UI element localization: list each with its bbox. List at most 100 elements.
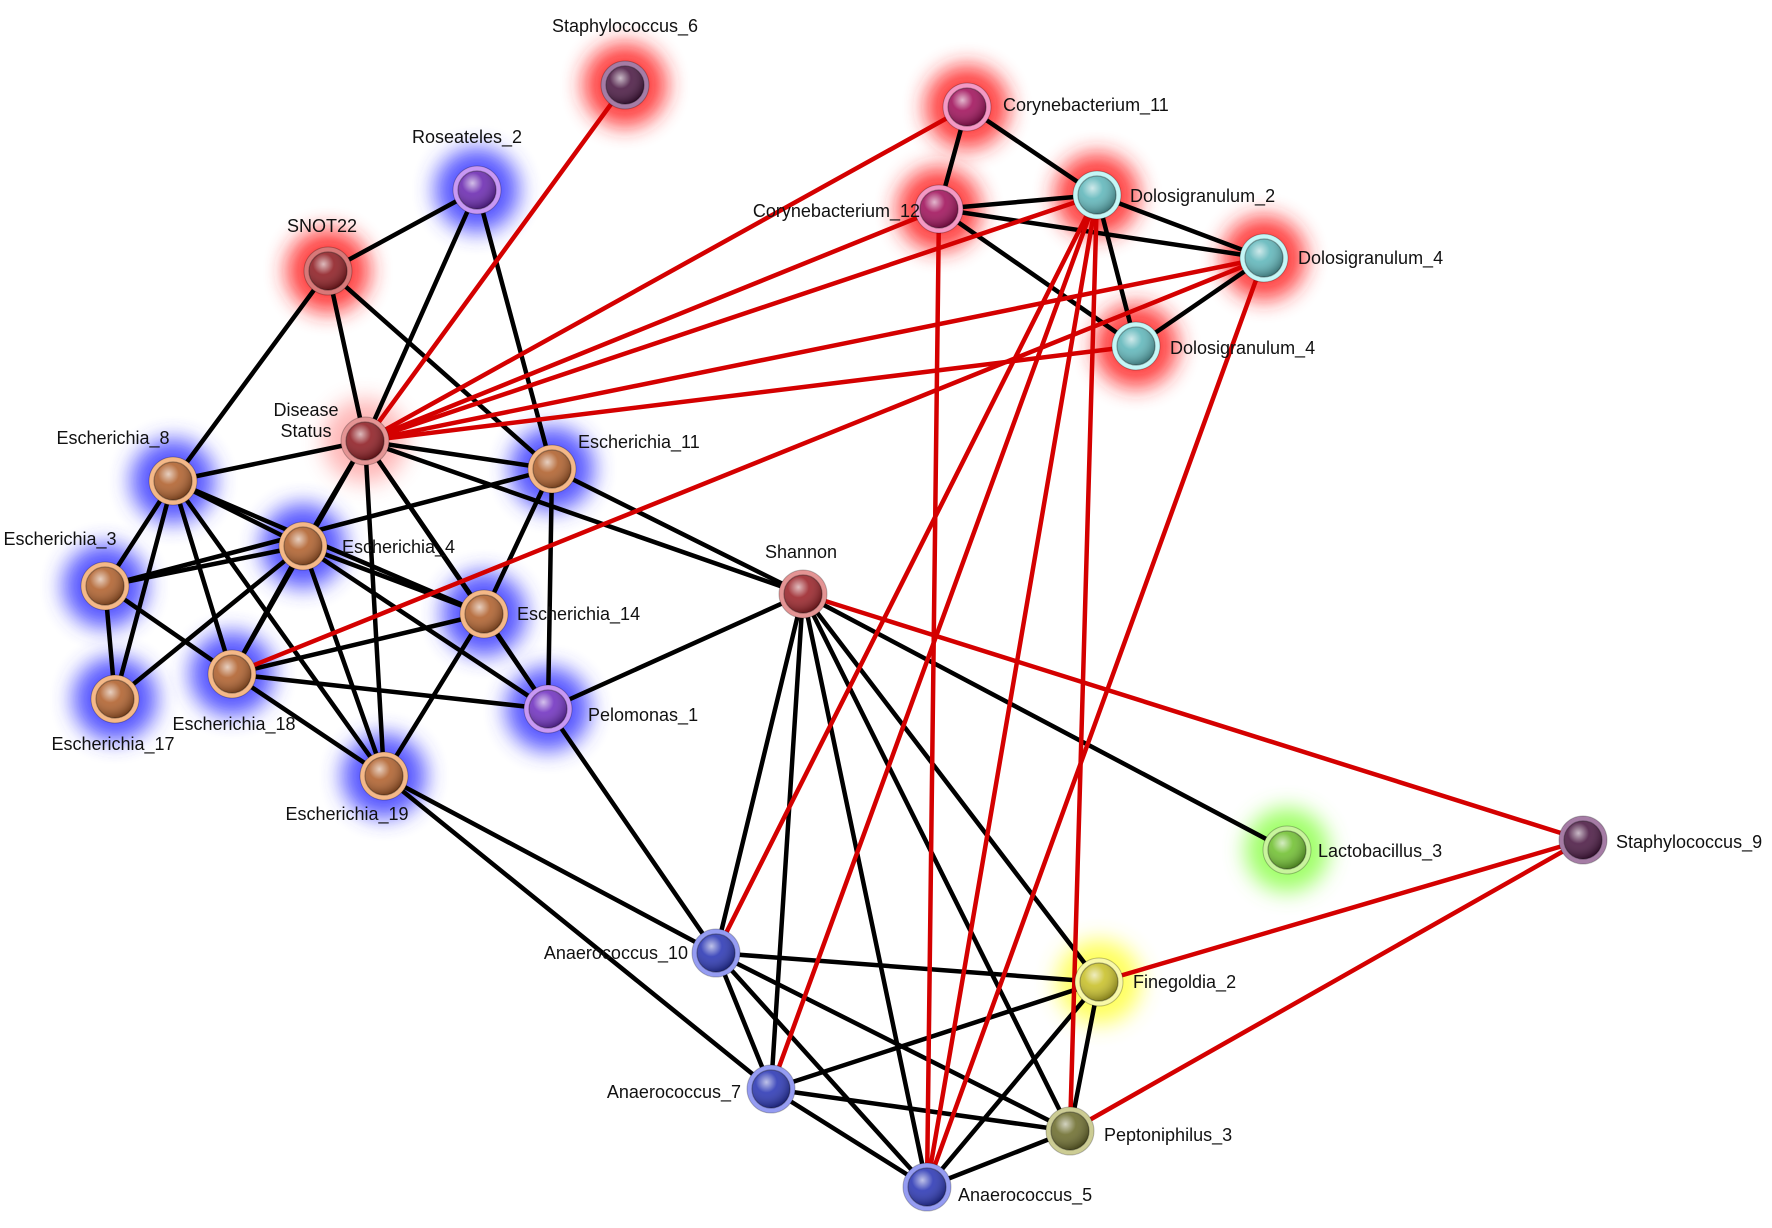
edge-black-escherichia-19-anaerococcus-7 (381, 773, 774, 1092)
edge-black-shannon-anaerococcus-7 (768, 591, 806, 1092)
edge-black-anaerococcus-10-peptoniphilus-3 (713, 950, 1073, 1134)
edge-black-shannon-finegoldia-2 (800, 591, 1102, 985)
node-escherichia-11 (527, 444, 577, 494)
node-corynebacterium-12 (914, 184, 964, 234)
node-escherichia-19 (359, 751, 409, 801)
node-label-snot22: SNOT22 (287, 216, 357, 236)
node-label-corynebacterium-11: Corynebacterium_11 (1003, 95, 1169, 116)
node-escherichia-14 (459, 589, 509, 639)
node-label-escherichia-19: Escherichia_19 (285, 804, 408, 825)
node-label-lactobacillus-3: Lactobacillus_3 (1318, 841, 1442, 862)
edge-black-disease-status-shannon (362, 438, 806, 597)
edge-black-pelomonas-1-anaerococcus-10 (545, 706, 719, 956)
edge-red-dolosigranulum-2-anaerococcus-10 (713, 192, 1100, 956)
edge-red-shannon-staphylococcus-9 (800, 591, 1586, 843)
node-anaerococcus-7 (746, 1064, 796, 1114)
edge-black-escherichia-14-escherichia-18 (229, 611, 487, 677)
edge-black-corynebacterium-11-dolosigranulum-2 (964, 104, 1100, 198)
edge-red-corynebacterium-12-anaerococcus-5 (924, 206, 942, 1190)
edge-black-anaerococcus-7-anaerococcus-5 (768, 1086, 930, 1190)
edge-red-dolosigranulum-2-anaerococcus-5 (924, 192, 1100, 1190)
edge-black-escherichia-8-escherichia-19 (170, 478, 387, 779)
node-roseateles-2 (452, 165, 502, 215)
edge-black-anaerococcus-7-peptoniphilus-3 (768, 1086, 1073, 1134)
node-staphylococcus-9 (1558, 815, 1608, 865)
node-label-shannon: Shannon (765, 542, 837, 562)
edge-red-dolosigranulum-2-disease-status (362, 192, 1100, 444)
edge-black-disease-status-escherichia-8 (170, 438, 368, 484)
node-label-disease-status-line-1: Disease (273, 400, 338, 420)
edge-black-snot22-escherichia-8 (170, 268, 331, 484)
edge-black-anaerococcus-7-finegoldia-2 (768, 979, 1102, 1092)
node-dolosigranulum-4-2 (1111, 321, 1161, 371)
edge-black-escherichia-4-escherichia-18 (229, 543, 306, 677)
edge-red-dolosigranulum-4-disease-status (362, 255, 1267, 444)
edge-black-escherichia-8-escherichia-17 (112, 478, 176, 702)
node-label-dolosigranulum-4: Dolosigranulum_4 (1298, 248, 1443, 269)
edge-black-anaerococcus-5-peptoniphilus-3 (924, 1128, 1073, 1190)
node-dolosigranulum-2 (1072, 170, 1122, 220)
edge-black-anaerococcus-10-anaerococcus-7 (713, 950, 774, 1092)
edge-black-escherichia-4-escherichia-17 (112, 543, 306, 702)
edge-black-dolosigranulum-2-dolosigranulum-4 (1094, 192, 1267, 261)
edge-black-escherichia-4-escherichia-14 (300, 543, 487, 617)
node-corynebacterium-11 (942, 82, 992, 132)
node-label-anaerococcus-10: Anaerococcus_10 (544, 943, 688, 964)
edge-black-anaerococcus-10-finegoldia-2 (713, 950, 1102, 985)
edge-black-roseateles-2-disease-status (362, 187, 480, 444)
node-label-escherichia-18: Escherichia_18 (172, 714, 295, 735)
node-shannon (778, 569, 828, 619)
edge-black-escherichia-11-escherichia-3 (102, 466, 555, 589)
edge-black-escherichia-18-pelomonas-1 (229, 671, 551, 712)
edge-black-disease-status-escherichia-19 (362, 438, 387, 779)
node-snot22 (303, 246, 353, 296)
node-label-staphylococcus-9: Staphylococcus_9 (1616, 832, 1762, 853)
edge-black-shannon-anaerococcus-5 (800, 591, 930, 1190)
edge-red-dolosigranulum-4-anaerococcus-5 (924, 255, 1267, 1190)
node-label-pelomonas-1: Pelomonas_1 (588, 705, 698, 726)
label-layer: Staphylococcus_6Roseateles_2SNOT22Diseas… (3, 16, 1762, 1206)
edge-black-escherichia-19-anaerococcus-10 (381, 773, 719, 956)
node-anaerococcus-10 (691, 928, 741, 978)
edge-layer (102, 82, 1586, 1190)
edge-red-corynebacterium-11-disease-status (362, 104, 970, 444)
edge-black-roseateles-2-escherichia-11 (474, 187, 555, 472)
edge-black-escherichia-4-escherichia-19 (300, 543, 387, 779)
edge-black-escherichia-3-escherichia-18 (102, 583, 235, 677)
node-label-escherichia-17: Escherichia_17 (51, 734, 174, 755)
edge-black-shannon-peptoniphilus-3 (800, 591, 1073, 1134)
node-escherichia-4 (278, 521, 328, 571)
edge-black-escherichia-11-pelomonas-1 (545, 466, 555, 712)
edge-black-disease-status-escherichia-11 (362, 438, 555, 472)
edge-black-shannon-anaerococcus-10 (713, 591, 806, 956)
edge-black-finegoldia-2-peptoniphilus-3 (1067, 979, 1102, 1134)
node-label-disease-status-line-2: Status (280, 421, 331, 441)
node-label-anaerococcus-5: Anaerococcus_5 (958, 1185, 1092, 1206)
node-label-escherichia-4: Escherichia_4 (342, 537, 455, 558)
node-label-anaerococcus-7: Anaerococcus_7 (607, 1082, 741, 1103)
edge-black-dolosigranulum-4-dolosigranulum-4-2 (1133, 255, 1267, 349)
edge-black-pelomonas-1-shannon (545, 591, 806, 712)
node-escherichia-8 (148, 456, 198, 506)
edge-red-staphylococcus-6-disease-status (362, 82, 628, 444)
node-escherichia-17 (90, 674, 140, 724)
node-peptoniphilus-3 (1045, 1106, 1095, 1156)
node-label-roseateles-2: Roseateles_2 (412, 127, 522, 148)
node-lactobacillus-3 (1262, 825, 1312, 875)
edge-black-escherichia-11-shannon (549, 466, 806, 597)
edge-red-corynebacterium-12-disease-status (362, 206, 942, 444)
node-label-escherichia-8: Escherichia_8 (56, 428, 169, 449)
node-label-finegoldia-2: Finegoldia_2 (1133, 972, 1236, 993)
edge-black-escherichia-8-escherichia-18 (170, 478, 235, 677)
edge-black-escherichia-11-escherichia-14 (481, 466, 555, 617)
node-layer (80, 60, 1608, 1212)
node-label-dolosigranulum-4-2: Dolosigranulum_4 (1170, 338, 1315, 359)
node-label-escherichia-3: Escherichia_3 (3, 529, 116, 550)
edge-red-staphylococcus-9-peptoniphilus-3 (1067, 837, 1586, 1134)
node-label-escherichia-11: Escherichia_11 (578, 432, 700, 453)
node-anaerococcus-5 (902, 1162, 952, 1212)
edge-black-roseateles-2-snot22 (325, 187, 480, 274)
node-pelomonas-1 (523, 684, 573, 734)
node-escherichia-18 (207, 649, 257, 699)
